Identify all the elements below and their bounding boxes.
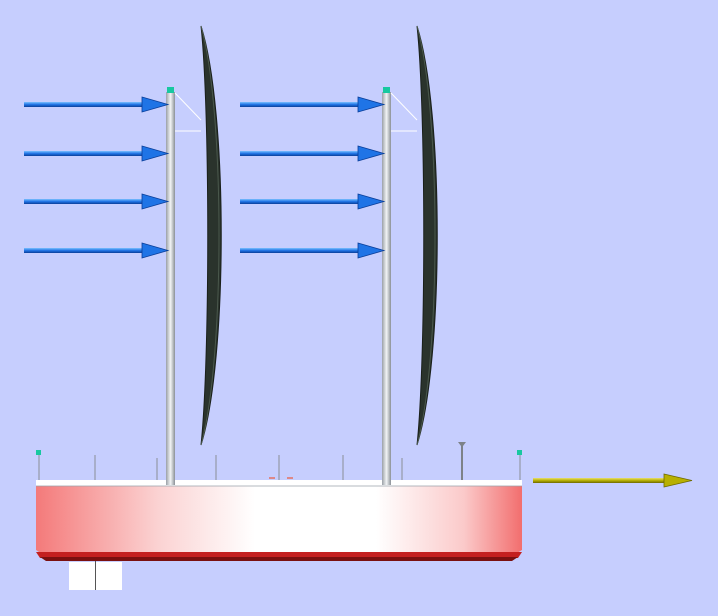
wind-arrow-icon xyxy=(240,96,386,113)
wind-arrows-mast-2 xyxy=(240,96,386,259)
bow-light-icon xyxy=(517,450,522,455)
wind-arrows-mast-1 xyxy=(24,96,170,259)
sail-1 xyxy=(200,25,222,446)
keel-stripe xyxy=(36,552,522,558)
deck-antenna xyxy=(458,442,466,480)
wind-arrow-icon xyxy=(24,145,170,162)
wind-arrow-icon xyxy=(24,242,170,259)
mast-1 xyxy=(166,87,202,485)
wind-arrow-icon xyxy=(24,193,170,210)
wind-arrow-icon xyxy=(240,242,386,259)
stern-light-icon xyxy=(36,450,41,455)
deck xyxy=(36,442,522,487)
thrust-arrow-icon xyxy=(533,473,693,488)
navigation-lights xyxy=(36,450,522,480)
sail-2 xyxy=(416,25,438,446)
wind-arrow-icon xyxy=(240,145,386,162)
masthead-light-icon xyxy=(383,87,390,93)
wind-arrow-icon xyxy=(24,96,170,113)
masthead-light-icon xyxy=(167,87,174,93)
mast-2 xyxy=(382,87,418,485)
hull xyxy=(36,485,522,561)
wind-arrow-icon xyxy=(240,193,386,210)
keel-appendage xyxy=(69,560,122,590)
